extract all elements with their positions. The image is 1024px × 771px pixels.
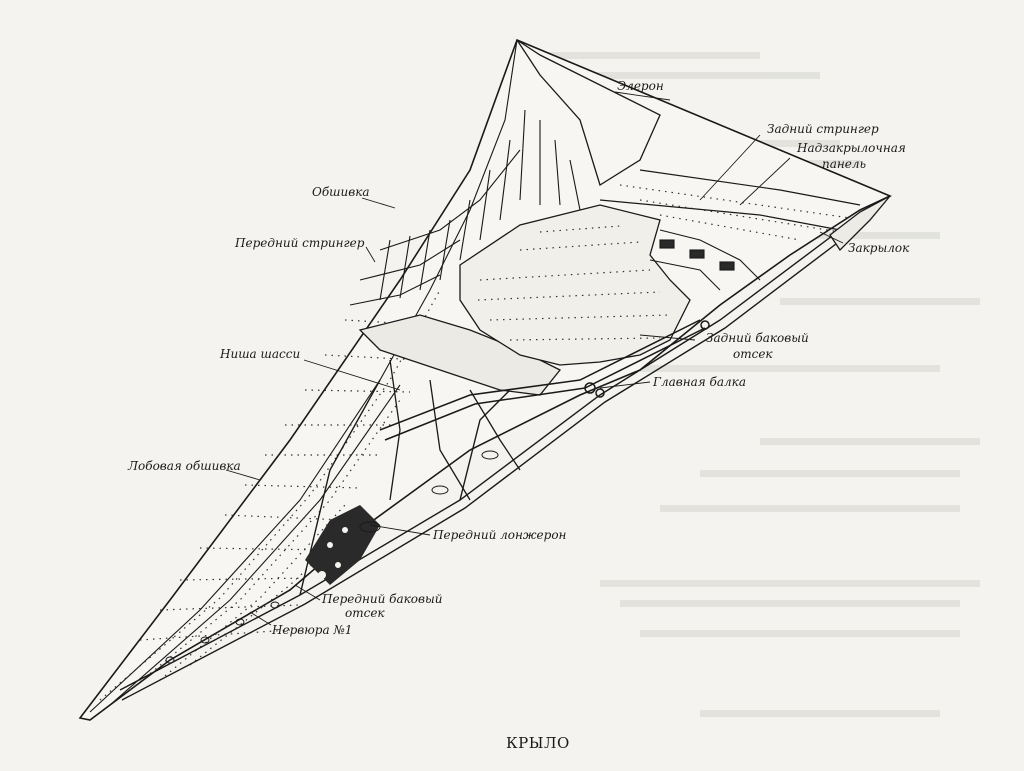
label-over-flap-panel-2: панель xyxy=(822,157,866,171)
label-landing-gear-well: Ниша шасси xyxy=(219,347,300,361)
label-flap: Закрылок xyxy=(848,241,910,255)
flap xyxy=(829,195,891,252)
label-front-side-bay-1: Передний баковый xyxy=(321,592,443,606)
label-leading-edge-skin: Лобовая обшивка xyxy=(127,459,241,473)
label-front-spar: Передний лонжерон xyxy=(432,528,567,542)
label-front-side-bay-2: отсек xyxy=(345,606,385,620)
rear-bay-rivets xyxy=(477,225,671,341)
label-rear-side-bay-2: отсек xyxy=(733,347,773,361)
leader-lines xyxy=(225,91,844,626)
figure-caption: КРЫЛО xyxy=(506,734,570,752)
label-front-stringer: Передний стрингер xyxy=(234,236,365,250)
labels: Элерон Задний стрингер Надзакрылочная па… xyxy=(127,79,910,637)
label-skin: Обшивка xyxy=(312,185,370,199)
label-rib-1: Нервюра №1 xyxy=(271,623,352,637)
aileron xyxy=(516,39,661,186)
over-flap-panel xyxy=(599,169,861,231)
rib-grid xyxy=(349,109,581,306)
label-rear-side-bay-1: Задний баковый xyxy=(706,331,809,345)
over-flap-rivets xyxy=(619,184,851,241)
label-rear-stringer: Задний стрингер xyxy=(767,122,879,136)
rear-side-bay xyxy=(459,204,691,366)
label-aileron: Элерон xyxy=(617,79,664,93)
landing-gear-well xyxy=(358,314,562,501)
main-beam xyxy=(379,319,710,441)
rear-stringer xyxy=(649,229,761,291)
front-spar xyxy=(119,214,866,701)
label-main-beam: Главная балка xyxy=(652,375,746,389)
label-over-flap-panel-1: Надзакрылочная xyxy=(796,141,906,155)
